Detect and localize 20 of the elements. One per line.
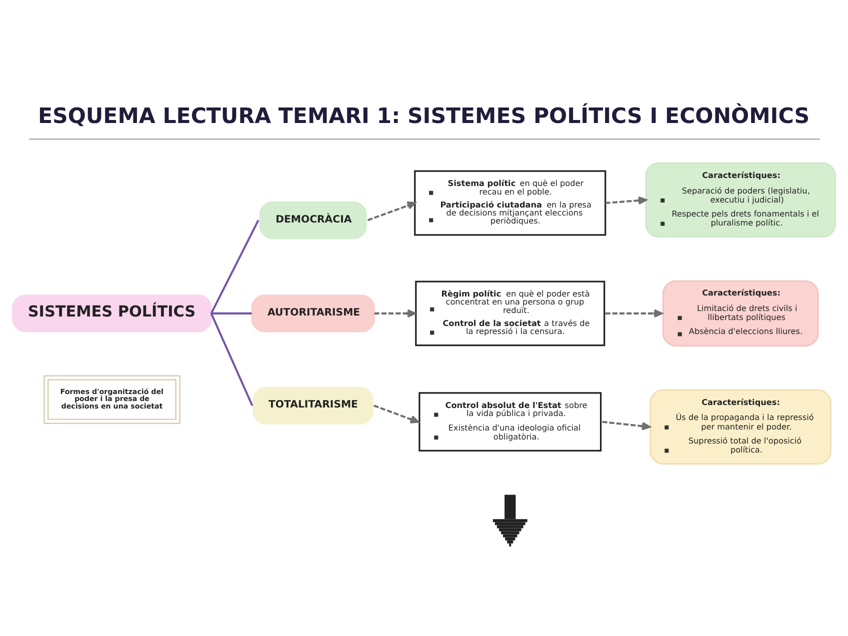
node-box: TOTALITARISME [252,386,374,424]
connector [210,219,260,314]
node-box: SISTEMES POLÍTICS [12,294,212,332]
node-box: Característiques: Ús de la propaganda i la repressió per mantenir el poder. Supressió total de l'oposició política. [650,388,832,464]
diagram-title: ESQUEMA LECTURA TEMARI 1: SISTEMES POLÍTICS I ECONÒMICS [38,103,810,128]
arrow [374,404,419,423]
node-box: Sistema polític en què el poder recau en el poble. Participació ciutadana en la presa de decisions mitjançant eleccions periòdiques. [414,170,606,236]
node-box: Control absolut de l'Estat sobre la vida pública i privada. Existència d'una ideologia oficial obligatòria. [418,392,602,452]
node-box: Règim polític en què el poder està concentrat en una persona o grup reduït. Control de la societat a través de la repressió i la censura. [415,280,606,346]
connector [211,312,252,314]
node-box: Característiques: Limitació de drets civils i llibertats polítiques Absència d'eleccions lliures. [662,280,819,346]
node-box: DEMOCRÀCIA [259,200,367,239]
connector [210,312,254,406]
arrow [374,308,416,318]
node-box: AUTORITARISME [251,294,375,332]
arrow [605,308,663,318]
node-box: Característiques: Separació de poders (legislatiu, executiu i judicial) Respecte pels drets fonamentals i el pluralisme polític. [645,162,836,238]
arrow [367,200,416,221]
arrow [602,420,650,430]
arrow [605,196,647,204]
